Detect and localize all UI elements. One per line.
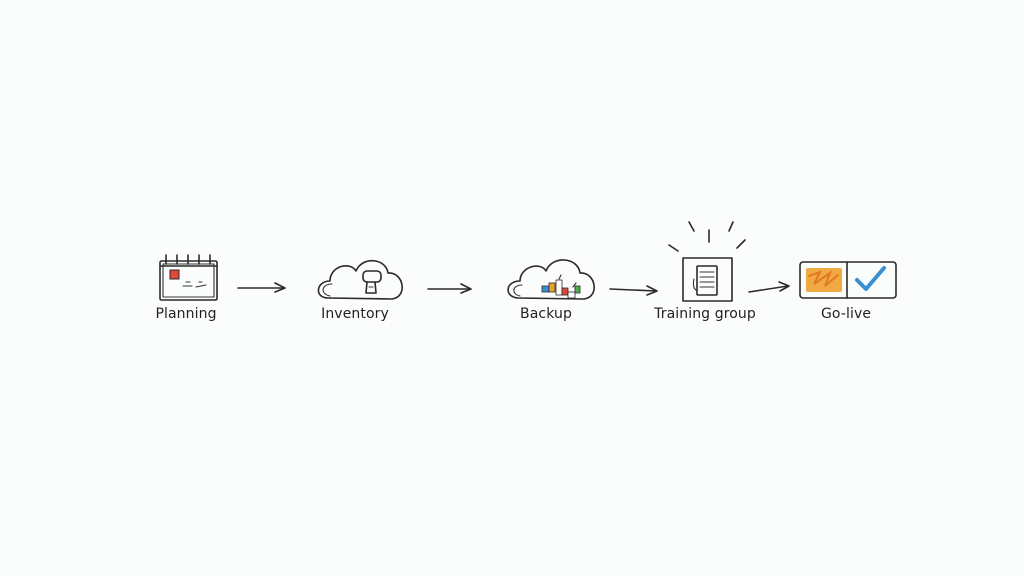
arrow-1-icon (237, 282, 286, 293)
document-highlight-icon (668, 221, 746, 302)
step-label-planning: Planning (155, 306, 217, 322)
step-label-backup: Backup (520, 306, 572, 322)
arrow-3-icon (609, 285, 658, 296)
arrow-2-icon (427, 283, 472, 294)
step-label-inventory: Inventory (321, 306, 389, 322)
step-label-training-group: Training group (654, 306, 756, 322)
cloud-search-icon (317, 259, 403, 300)
cloud-backup-icon (507, 259, 595, 300)
checkmark-toggle-icon (799, 261, 897, 299)
step-label-go-live: Go-live (820, 306, 872, 322)
calendar-icon (159, 254, 218, 301)
arrow-4-icon (748, 281, 790, 293)
